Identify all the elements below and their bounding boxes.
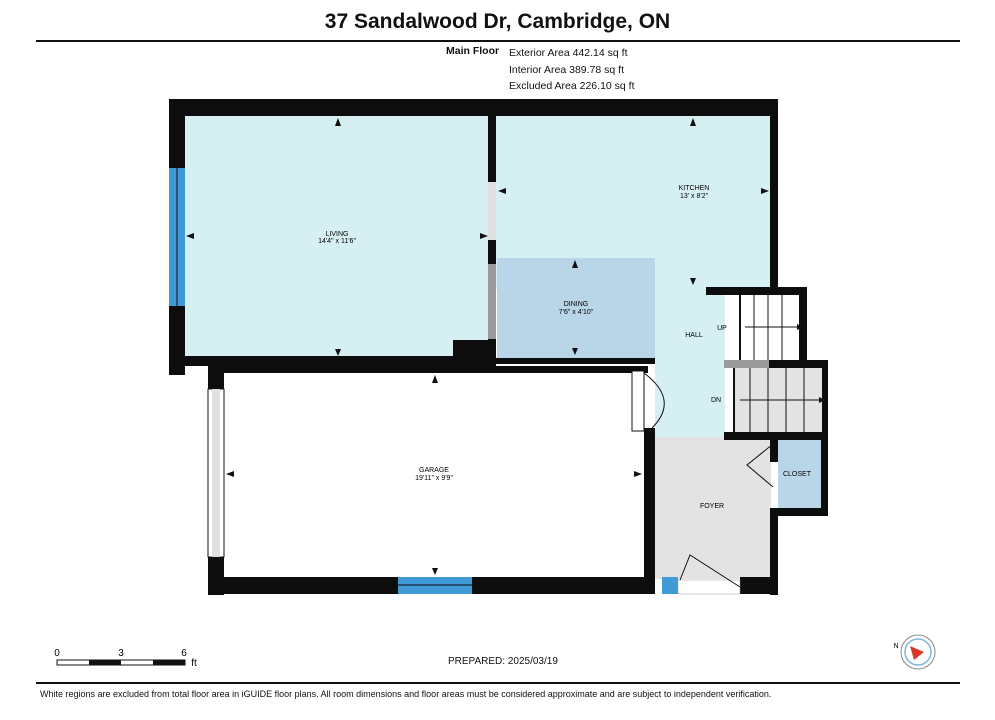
- stairs-up: [739, 287, 807, 364]
- wall-foyer-right-lower: [770, 510, 778, 595]
- stairs-down-label: DN: [711, 397, 721, 404]
- wall-closet-right: [821, 432, 828, 516]
- header-rule: [36, 40, 960, 42]
- hall-area: [655, 289, 725, 437]
- floor-label: Main Floor: [446, 45, 500, 57]
- prepared-date: PREPARED: 2025/03/19: [448, 656, 558, 667]
- living-kitchen-opening: [488, 182, 496, 240]
- garage-dims: 19'11" x 9'9": [415, 475, 453, 482]
- closet-door: [746, 443, 774, 488]
- wall-garage-right: [644, 428, 655, 594]
- wall-living-right: [488, 116, 496, 366]
- hall-label: HALL: [685, 332, 703, 339]
- closet-room: [778, 440, 821, 510]
- stairs-down: [733, 360, 828, 438]
- interior-area: Interior Area 389.78 sq ft: [509, 63, 624, 76]
- foyer-label: FOYER: [700, 503, 724, 510]
- stairs-landing: [724, 360, 825, 368]
- scale-label-0: 0: [54, 648, 60, 659]
- compass-icon: N: [893, 634, 936, 670]
- living-room: [184, 116, 490, 360]
- living-label: LIVING: [326, 231, 349, 238]
- stairs-up-label: UP: [717, 325, 727, 332]
- closet-label: CLOSET: [783, 471, 812, 478]
- living-dims: 14'4" x 11'6": [318, 238, 356, 245]
- living-dining-opening: [488, 264, 496, 339]
- wall-living-bottom: [169, 356, 496, 366]
- compass-north-label: N: [893, 643, 898, 650]
- wall-foyer-right-upper: [770, 432, 778, 462]
- front-door: [662, 554, 741, 595]
- area-summary: Exterior Area 442.14 sq ft Interior Area…: [509, 45, 635, 95]
- footer-rule: [36, 682, 960, 684]
- garage-label: GARAGE: [419, 467, 449, 474]
- scale-unit: ft: [191, 658, 197, 669]
- garage-hall-door: [631, 370, 665, 432]
- excluded-area: Excluded Area 226.10 sq ft: [509, 80, 635, 92]
- wall-dining-bottom: [488, 358, 655, 364]
- kitchen-dims: 13' x 8'2": [680, 193, 709, 200]
- stairs-landing-gray: [724, 360, 769, 368]
- dining-label: DINING: [564, 301, 589, 308]
- wall-garage-left-top: [208, 366, 224, 389]
- dining-dims: 7'6" x 4'10": [559, 309, 594, 316]
- kitchen-label: KITCHEN: [679, 185, 710, 192]
- wall-garage-top: [208, 366, 648, 373]
- garage-room: [224, 373, 644, 578]
- wall-top: [169, 99, 778, 116]
- wall-foyer-bottom: [740, 577, 778, 594]
- disclaimer: White regions are excluded from total fl…: [40, 689, 772, 699]
- page-title: 37 Sandalwood Dr, Cambridge, ON: [324, 10, 671, 33]
- wall-closet-bottom: [770, 508, 828, 516]
- exterior-area: Exterior Area 442.14 sq ft: [509, 47, 628, 59]
- wall-kitchen-right: [770, 99, 778, 295]
- dining-room: [497, 258, 655, 358]
- scale-label-3: 3: [118, 648, 124, 659]
- dimension-arrows: [186, 118, 769, 575]
- scale-label-6: 6: [181, 648, 187, 659]
- wall-kitchen-bottom: [706, 287, 807, 295]
- scale-bar: 0 3 6 ft: [54, 648, 197, 669]
